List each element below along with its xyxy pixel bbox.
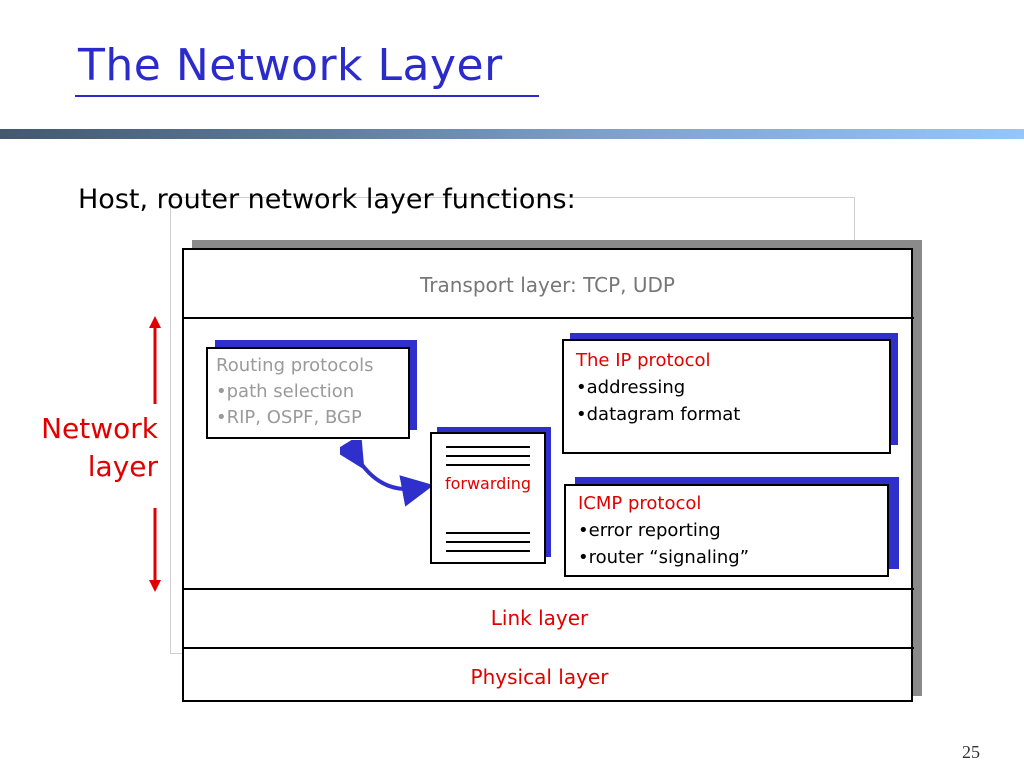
table-row-line bbox=[446, 446, 530, 448]
title-divider-bar bbox=[0, 129, 1024, 139]
network-link-divider bbox=[184, 588, 914, 590]
transport-network-divider bbox=[184, 317, 914, 319]
curved-double-arrow-icon bbox=[340, 440, 434, 507]
ip-box-title: The IP protocol bbox=[576, 350, 711, 371]
ip-protocol-box: The IP protocol •addressing •datagram fo… bbox=[562, 339, 891, 454]
transport-layer-label: Transport layer: TCP, UDP bbox=[419, 273, 675, 297]
network-label-line: Network bbox=[41, 412, 158, 445]
table-row-line bbox=[446, 532, 530, 534]
table-row-line bbox=[446, 550, 530, 552]
network-layer-span-arrows-icon bbox=[149, 316, 161, 592]
forwarding-table bbox=[430, 432, 546, 564]
icmp-box-title: ICMP protocol bbox=[578, 493, 702, 514]
network-label-line: layer bbox=[87, 450, 158, 483]
ip-box-item: •datagram format bbox=[576, 404, 741, 425]
routing-box-item: •path selection bbox=[216, 381, 355, 402]
link-physical-divider bbox=[184, 647, 914, 649]
page-number: 25 bbox=[962, 742, 980, 762]
network-layer-label: Network layer bbox=[41, 410, 158, 486]
icmp-box-item: •error reporting bbox=[578, 520, 721, 541]
routing-protocols-box: Routing protocols •path selection •RIP, … bbox=[206, 347, 410, 439]
link-layer-label: Link layer bbox=[490, 606, 589, 630]
routing-box-title: Routing protocols bbox=[216, 355, 374, 376]
forwarding-label: forwarding bbox=[444, 474, 532, 493]
table-row-line bbox=[446, 541, 530, 543]
icmp-protocol-box: ICMP protocol •error reporting •router “… bbox=[564, 484, 889, 577]
table-row-line bbox=[446, 464, 530, 466]
slide-title: The Network Layer bbox=[78, 40, 503, 91]
title-underline bbox=[75, 95, 539, 97]
slide-subtitle: Host, router network layer functions: bbox=[78, 184, 576, 215]
icmp-box-item: •router “signaling” bbox=[578, 547, 750, 568]
ip-box-item: •addressing bbox=[576, 377, 686, 398]
table-row-line bbox=[446, 455, 530, 457]
physical-layer-label: Physical layer bbox=[470, 665, 609, 689]
routing-box-item: •RIP, OSPF, BGP bbox=[216, 407, 362, 428]
